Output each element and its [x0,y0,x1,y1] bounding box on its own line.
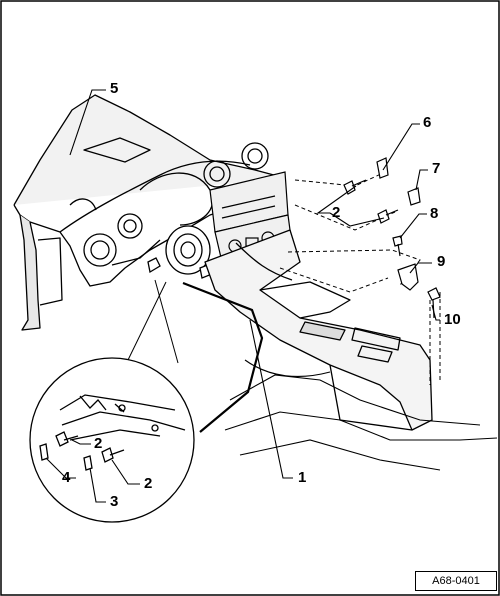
magnified-detail-circle [29,279,195,523]
callout-5: 5 [110,80,119,97]
bolt-icon [343,179,441,319]
callout-leaders [45,89,440,503]
callout-2-upper: 2 [332,204,341,221]
floor-tunnel-icon [224,359,498,471]
callout-3: 3 [110,493,119,510]
callout-2-detail-right: 2 [144,475,153,492]
callout-1: 1 [298,469,307,486]
radio-unit-icon [209,171,293,263]
figure-reference-code: A68-0401 [415,571,497,591]
bracket-icon [397,263,419,291]
clip-icon [376,157,421,206]
callout-7: 7 [432,160,441,177]
callout-10: 10 [444,311,461,328]
trim-strip-icon [182,281,264,433]
callout-9: 9 [437,253,446,270]
callout-6: 6 [423,114,432,131]
callout-2-detail-left: 2 [94,435,103,452]
callout-4: 4 [62,469,71,486]
callout-8: 8 [430,205,439,222]
steering-column-ring-icon [147,225,213,279]
